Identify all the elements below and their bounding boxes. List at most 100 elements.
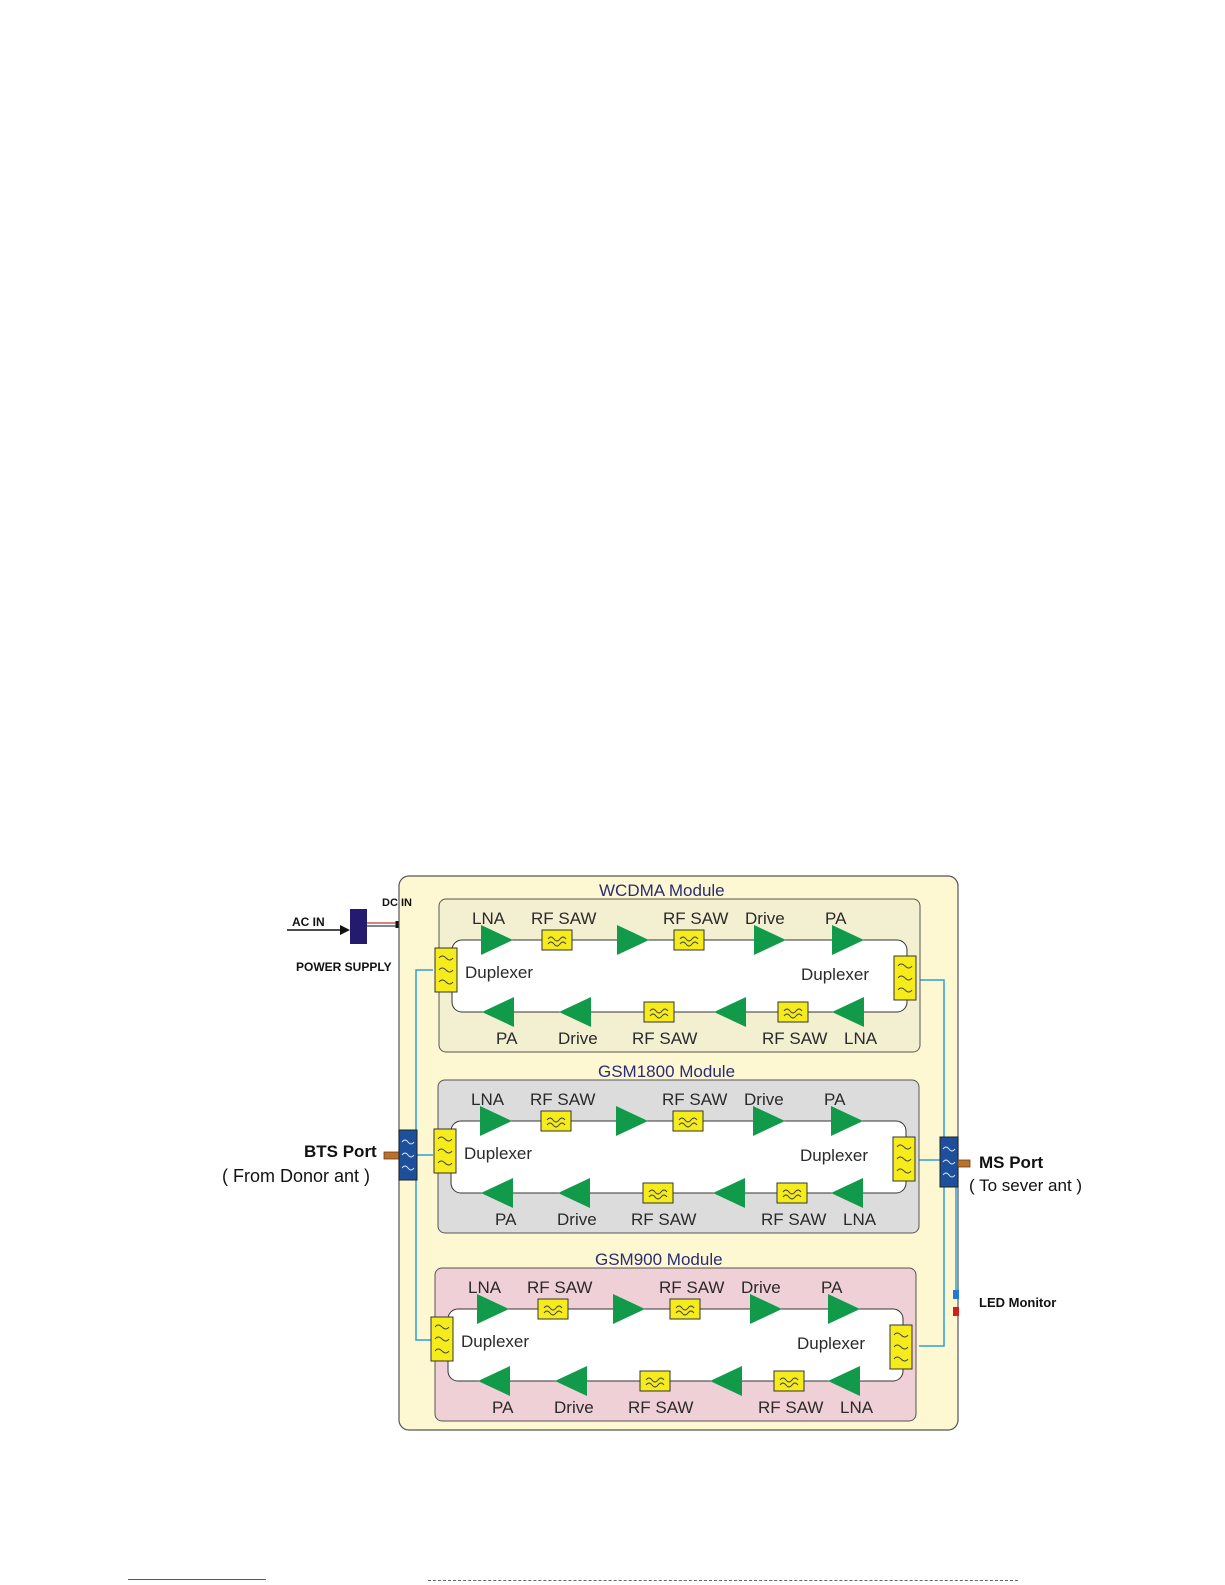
saw-filter-icon	[669, 1298, 701, 1320]
ms-port-subtitle: ( To sever ant )	[969, 1176, 1082, 1195]
uplink-label: LNA	[472, 909, 506, 928]
bts-port: BTS Port ( From Donor ant )	[222, 1129, 418, 1186]
amplifier-icon	[480, 1106, 512, 1136]
duplexer-left-label: Duplexer	[464, 1144, 532, 1163]
uplink-label: RF SAW	[663, 909, 728, 928]
amplifier-icon	[753, 1106, 785, 1136]
duplexer-left	[430, 1316, 454, 1362]
uplink-label: Drive	[741, 1278, 781, 1297]
amplifier-icon	[477, 1294, 509, 1324]
amplifier-icon	[831, 1178, 863, 1208]
ms-port-title: MS Port	[979, 1153, 1044, 1172]
downlink-label: Drive	[557, 1210, 597, 1229]
rf-cables	[415, 969, 957, 1347]
downlink-label: LNA	[840, 1398, 874, 1417]
duplexer-left	[433, 1128, 457, 1174]
uplink-label: LNA	[468, 1278, 502, 1297]
amplifier-icon	[613, 1294, 645, 1324]
module-title: GSM900 Module	[595, 1250, 723, 1269]
uplink-label: LNA	[471, 1090, 505, 1109]
amplifier-icon	[832, 997, 864, 1027]
amplifier-icon	[482, 997, 514, 1027]
amplifier-icon	[713, 1178, 745, 1208]
downlink-label: LNA	[844, 1029, 878, 1048]
amplifier-icon	[555, 1366, 587, 1396]
downlink-label: LNA	[843, 1210, 877, 1229]
uplink-label: PA	[821, 1278, 843, 1297]
saw-filter-icon	[540, 1110, 572, 1132]
downlink-label: RF SAW	[761, 1210, 826, 1229]
downlink-label: PA	[496, 1029, 518, 1048]
amplifier-icon	[831, 1106, 863, 1136]
duplexer-left	[434, 947, 458, 993]
amplifier-icon	[828, 1294, 860, 1324]
uplink-label: RF SAW	[659, 1278, 724, 1297]
uplink-label: RF SAW	[662, 1090, 727, 1109]
amplifier-icon	[714, 997, 746, 1027]
downlink-label: RF SAW	[631, 1210, 696, 1229]
amplifier-icon	[750, 1294, 782, 1324]
uplink-label: RF SAW	[530, 1090, 595, 1109]
saw-filter-icon	[773, 1370, 805, 1392]
downlink-label: Drive	[558, 1029, 598, 1048]
saw-filter-icon	[672, 1110, 704, 1132]
bts-port-subtitle: ( From Donor ant )	[222, 1166, 370, 1186]
saw-filter-icon	[642, 1182, 674, 1204]
duplexer-right	[893, 955, 917, 1001]
bts-port-title: BTS Port	[304, 1142, 377, 1161]
saw-filter-icon	[776, 1182, 808, 1204]
duplexer-right-label: Duplexer	[801, 965, 869, 984]
saw-filter-icon	[639, 1370, 671, 1392]
module-title: WCDMA Module	[599, 881, 725, 900]
led-red	[953, 1307, 959, 1316]
downlink-label: RF SAW	[762, 1029, 827, 1048]
ac-in-label: AC IN	[292, 915, 325, 929]
amplifier-icon	[754, 925, 786, 955]
duplexer-right	[889, 1324, 913, 1370]
footer-link-underline	[128, 1579, 266, 1580]
duplexer-right	[892, 1136, 916, 1182]
amplifier-icon	[710, 1366, 742, 1396]
amplifier-icon	[828, 1366, 860, 1396]
saw-filter-icon	[537, 1298, 569, 1320]
saw-filter-icon	[777, 1001, 809, 1023]
footer-rule	[428, 1580, 1018, 1581]
power-supply: AC IN DC IN POWER SUPPLY	[287, 897, 412, 974]
power-supply-box	[350, 909, 367, 944]
uplink-label: PA	[825, 909, 847, 928]
amplifier-icon	[481, 925, 513, 955]
led-blue	[953, 1290, 959, 1299]
amplifier-icon	[478, 1366, 510, 1396]
module-title: GSM1800 Module	[598, 1062, 735, 1081]
led-monitor-label: LED Monitor	[979, 1295, 1056, 1310]
downlink-label: Drive	[554, 1398, 594, 1417]
amplifier-icon	[481, 1178, 513, 1208]
amplifier-icon	[832, 925, 864, 955]
amplifier-icon	[559, 997, 591, 1027]
amplifier-icon	[558, 1178, 590, 1208]
downlink-label: RF SAW	[632, 1029, 697, 1048]
amplifier-icon	[616, 1106, 648, 1136]
ms-port: MS Port ( To sever ant )	[939, 1136, 1082, 1195]
downlink-label: RF SAW	[628, 1398, 693, 1417]
uplink-label: RF SAW	[527, 1278, 592, 1297]
power-supply-label: POWER SUPPLY	[296, 960, 392, 974]
downlink-label: PA	[492, 1398, 514, 1417]
duplexer-left-label: Duplexer	[465, 963, 533, 982]
uplink-label: Drive	[745, 909, 785, 928]
downlink-label: RF SAW	[758, 1398, 823, 1417]
uplink-label: Drive	[744, 1090, 784, 1109]
saw-filter-icon	[541, 929, 573, 951]
uplink-label: PA	[824, 1090, 846, 1109]
amplifier-icon	[617, 925, 649, 955]
downlink-label: PA	[495, 1210, 517, 1229]
duplexer-right-label: Duplexer	[797, 1334, 865, 1353]
duplexer-right-label: Duplexer	[800, 1146, 868, 1165]
saw-filter-icon	[643, 1001, 675, 1023]
dc-in-label: DC IN	[382, 897, 412, 909]
